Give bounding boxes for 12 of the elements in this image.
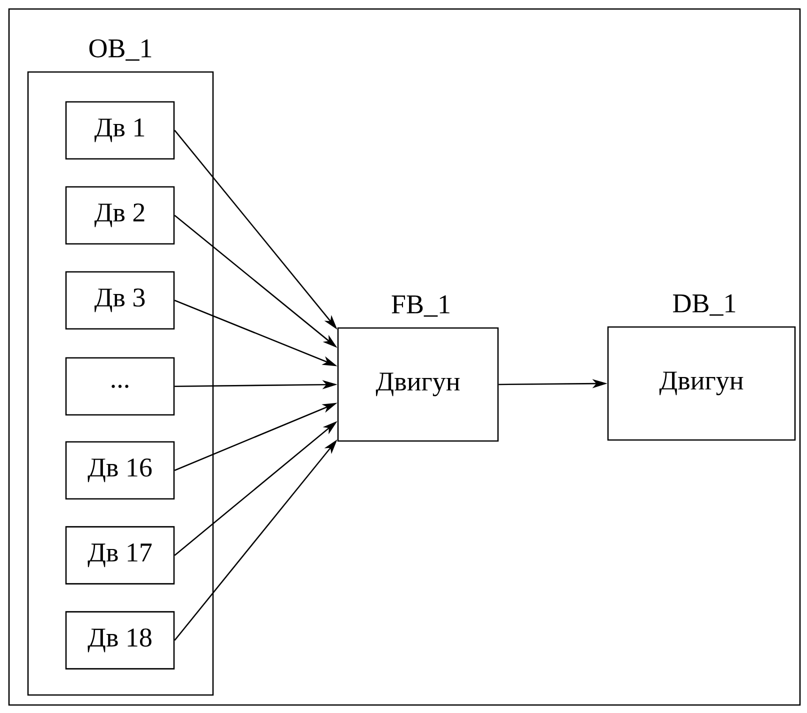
module-box: Дв 17 [65, 526, 175, 584]
block-box: Двигун [337, 327, 499, 442]
module-box: ... [65, 357, 175, 416]
module-box: Дв 18 [65, 611, 175, 670]
block-box: Двигун [607, 326, 796, 441]
block-heading: FB_1 [392, 295, 450, 317]
module-box: Дв 3 [65, 271, 175, 330]
module-box: Дв 16 [65, 441, 175, 500]
block-heading: OB_1 [89, 39, 152, 61]
block-heading: DB_1 [673, 294, 736, 316]
module-box: Дв 2 [65, 186, 175, 244]
module-box: Дв 1 [65, 101, 175, 160]
